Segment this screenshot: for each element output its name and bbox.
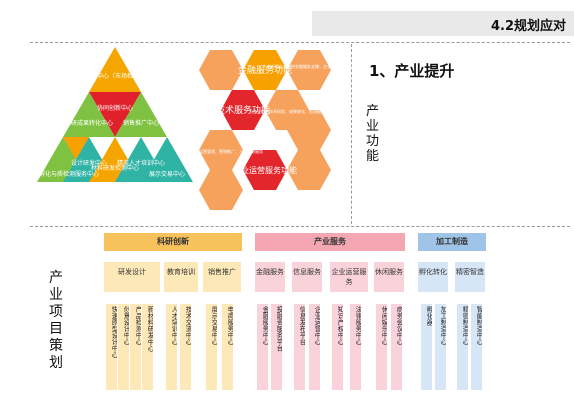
tri-right [115, 92, 167, 137]
sub-sales: 销售推广 [203, 262, 241, 292]
leaf-item: 信息发布平台 [294, 304, 305, 390]
plan-label: 产业项目策划 [49, 270, 63, 371]
tri-blmid-label: 设计研发中心 [71, 159, 107, 167]
leaf-item: 加工制造中心 [435, 304, 446, 390]
leaf-item: 展示交易中心 [206, 304, 217, 390]
hex-tech-label: 技术服务功能 [216, 104, 270, 116]
leaf-item: 知识产权中心 [332, 304, 343, 390]
hex-desc-2 [287, 50, 331, 90]
hex-tech [221, 90, 265, 130]
hex-desc-finance: 为创新型企业提供金融服务支撑，企业金融信息服务 [263, 63, 355, 69]
tri-br-label: 展示交易中心 [149, 170, 185, 178]
top-divider [30, 42, 570, 43]
leaf-item: 智能制造中心 [471, 304, 482, 390]
sub-info: 信息服务 [292, 262, 322, 292]
sub-precision: 精密智造 [455, 262, 485, 292]
tri-center-label: 协同创新中心 [97, 104, 133, 112]
hex-finance [243, 50, 287, 90]
leaf-item: 精密制造中心 [457, 304, 468, 390]
sub-rd-design: 研发设计 [104, 262, 160, 292]
leaf-item: 新材料研发中心 [142, 304, 153, 390]
tri-left-label: 科研成果转化中心 [65, 119, 113, 127]
category-research: 科研创新 [104, 233, 242, 251]
leaf-item: 产品检测中心 [130, 304, 141, 390]
hex-desc-1 [199, 50, 243, 90]
leaf-item: 创意设计中心 [118, 304, 129, 390]
sub-finance: 金融服务 [255, 262, 285, 292]
hex-desc-ops: 为企业提供运营管理、营销推广、人才培训服务 [179, 148, 263, 154]
tri-bl-top [63, 137, 89, 160]
leaf-item: 快速原型设计中心 [106, 304, 117, 390]
leaf-item: 商务会议中心 [391, 304, 402, 390]
leaf-item: 投融资服务平台 [271, 304, 282, 390]
sub-education: 教育培训 [164, 262, 198, 292]
tri-center [89, 92, 141, 137]
leaf-item: 人才培训中心 [166, 304, 177, 390]
leaf-item: 技术交流中心 [180, 304, 191, 390]
category-manufacture: 加工制造 [418, 233, 486, 251]
tri-top-label: 研发设计中心（市场检测中心） [73, 72, 157, 80]
leaf-item: 法律服务中心 [350, 304, 361, 390]
leaf-item: 电商服务中心 [222, 304, 233, 390]
hex-desc-tech: 为企业提供技术研发、成果转化、检测服务 [249, 108, 325, 114]
hex-desc-7 [199, 170, 243, 210]
leaf-item: 企业运营中心 [309, 304, 320, 390]
tri-brmid-label: 精英人才培训中心 [117, 159, 165, 167]
header-bar: 4.2规划应对 [312, 11, 574, 36]
leaf-item: 金融服务中心 [257, 304, 268, 390]
hex-desc-6 [287, 150, 331, 190]
hex-ops-label: 企业运营服务功能 [233, 165, 297, 175]
sub-ops: 企业运营服务 [330, 262, 368, 292]
tri-left [63, 92, 115, 137]
section-title: 1、产业提升 [369, 62, 455, 80]
vertical-divider [351, 44, 352, 224]
category-service: 产业服务 [255, 233, 405, 251]
middle-divider [30, 226, 570, 227]
sub-incubation: 孵化转化 [418, 262, 448, 292]
hex-group [199, 50, 331, 210]
tri-bottom-right [141, 137, 193, 182]
hex-finance-label: 金融服务功能 [238, 64, 292, 76]
sub-leisure: 休闲服务 [374, 262, 404, 292]
hex-desc-4 [287, 110, 331, 150]
tri-bc-label: 材料研发检测中心 [91, 164, 139, 172]
tri-right-label: 销售推广中心 [123, 119, 159, 127]
hex-ops [243, 150, 287, 190]
leaf-item: 孵化器 [421, 304, 432, 390]
hex-desc-5 [199, 130, 243, 170]
page-title: 4.2规划应对 [490, 19, 566, 34]
tri-top [89, 47, 141, 92]
leaf-item: 休闲娱乐中心 [376, 304, 387, 390]
function-diagram: 研发设计中心（市场检测中心） 协同创新中心 科研成果转化中心 销售推广中心 设计… [27, 47, 355, 210]
tri-bl-label: 企业孵化与质检测服务中心 [27, 170, 99, 178]
function-label: 产业功能 [366, 104, 380, 164]
